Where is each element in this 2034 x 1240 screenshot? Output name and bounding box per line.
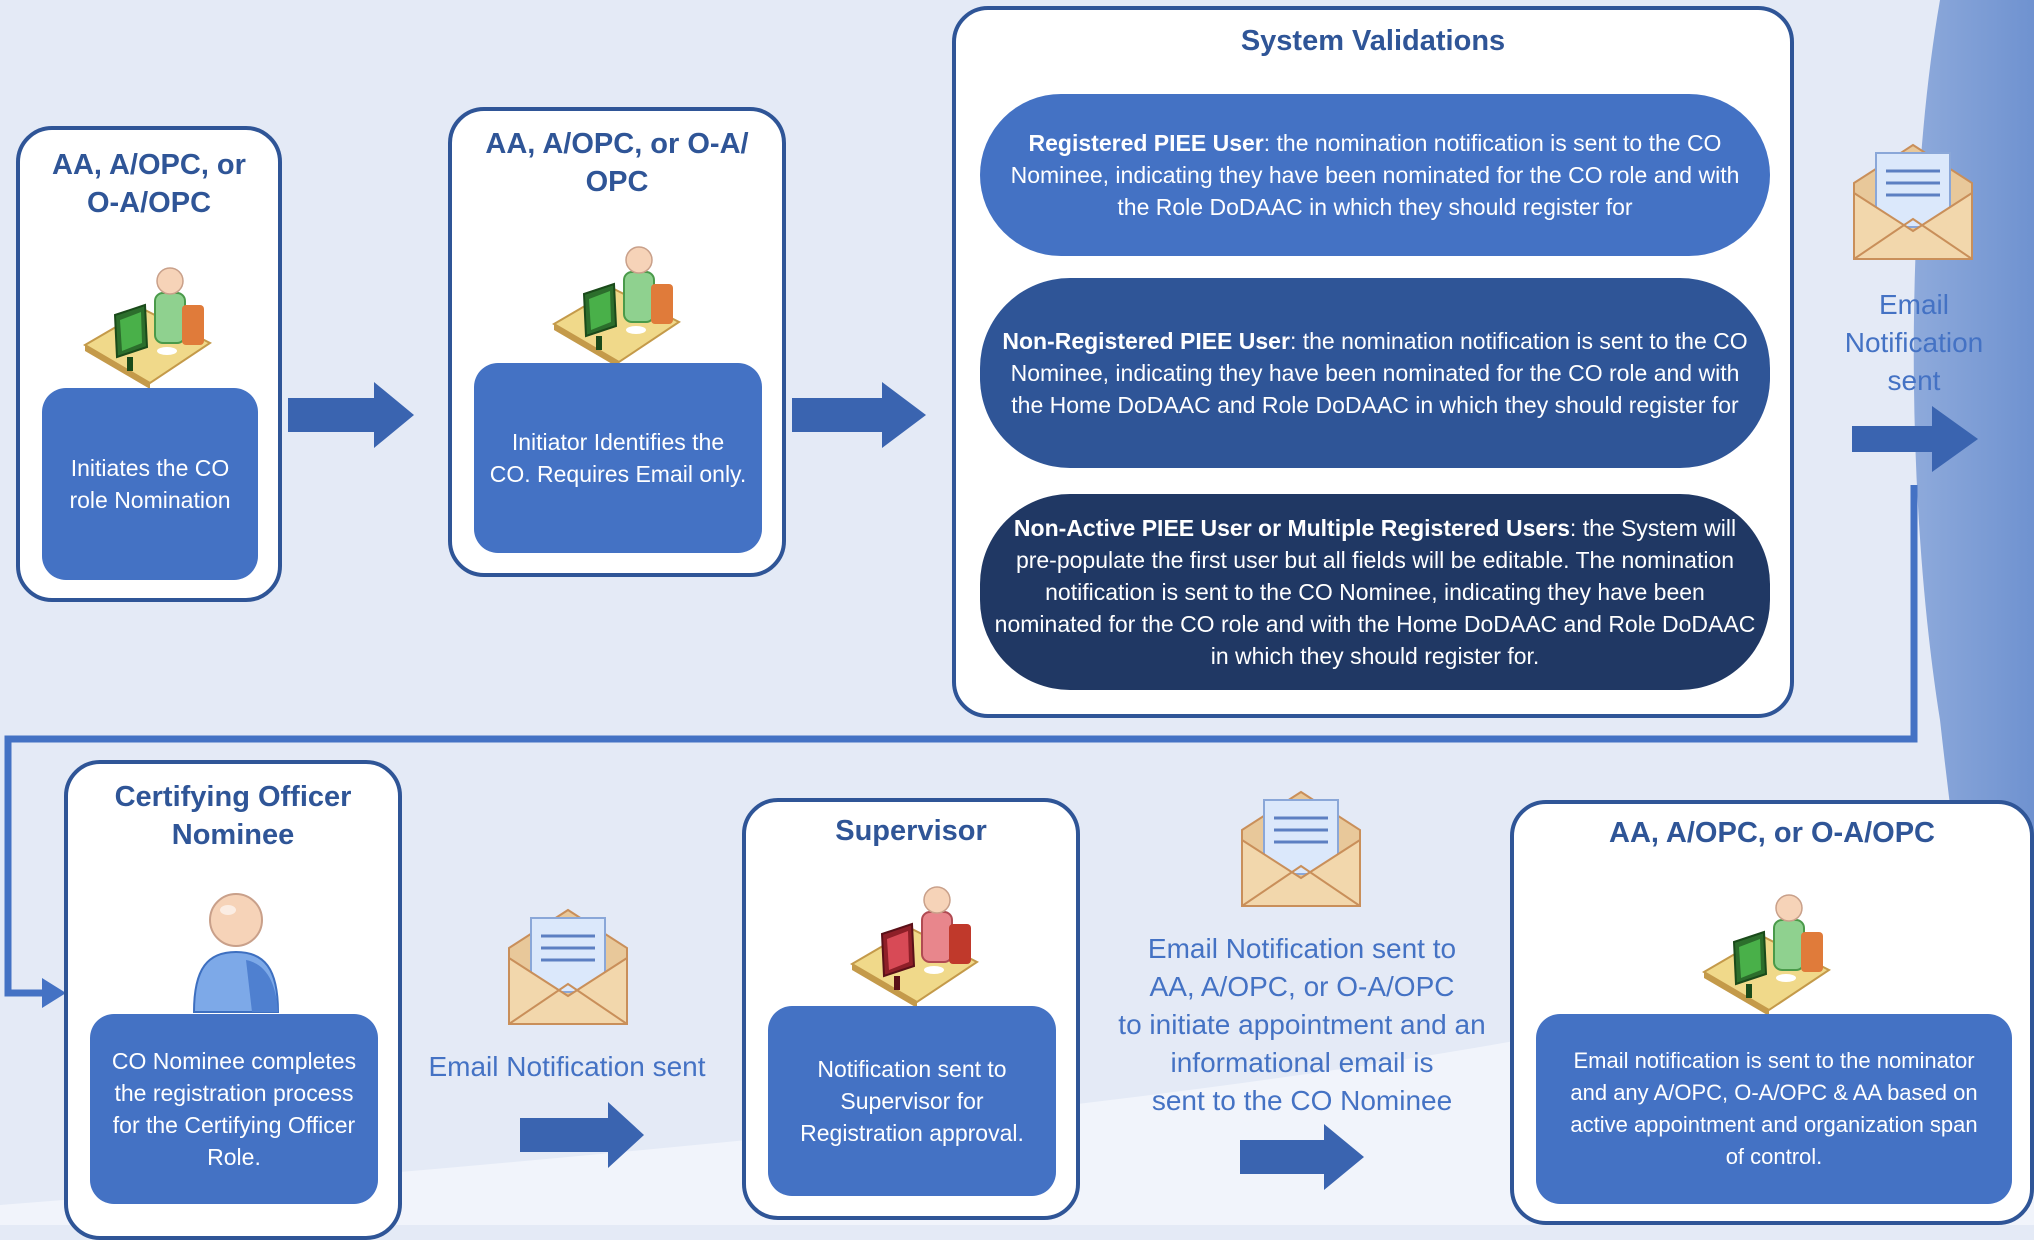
card-title: AA, A/OPC, or O-A/ OPC <box>485 128 749 198</box>
validation-text: : the System will pre-populate the first… <box>994 515 1756 669</box>
workstation-user-icon <box>850 886 979 1008</box>
email-notification-caption: Email Notification sent <box>428 1051 706 1082</box>
card-body: Initiator Identifies the CO. Requires Em… <box>474 363 762 553</box>
validation-item-registered: Registered PIEE User: the nomination not… <box>980 94 1770 256</box>
email-envelope-icon <box>1241 790 1361 907</box>
supervisor-card: Supervisor Notification sent to Supervis… <box>742 798 1080 1220</box>
validation-item-non-active: Non-Active PIEE User or Multiple Registe… <box>980 494 1770 690</box>
card-body: Email notification is sent to the nomina… <box>1536 1014 2012 1204</box>
user-icon <box>192 893 280 1013</box>
email-envelope-icon <box>508 908 628 1025</box>
card-title: System Validations <box>1240 25 1506 57</box>
validation-text: : the nomination notification is sent to… <box>1010 328 1748 418</box>
validation-label: Registered PIEE User <box>1028 130 1264 156</box>
final-approver-card: AA, A/OPC, or O-A/OPC Email notification… <box>1510 800 2034 1225</box>
card-body: Initiates the CO role Nomination <box>42 388 258 580</box>
workstation-user-icon <box>83 267 212 389</box>
email-notification-caption: Email Notification sent to AA, A/OPC, or… <box>1118 933 1486 1116</box>
workstation-user-icon <box>552 246 681 368</box>
card-title: Certifying Officer Nominee <box>114 781 352 851</box>
card-body: Notification sent to Supervisor for Regi… <box>768 1006 1056 1196</box>
validation-label: Non-Registered PIEE User <box>1002 328 1290 354</box>
validation-text: : the nomination notification is sent to… <box>1010 130 1740 220</box>
validation-label: Non-Active PIEE User or Multiple Registe… <box>1013 515 1570 541</box>
workstation-user-icon <box>1702 894 1831 1016</box>
initiator-card: AA, A/OPC, or O-A/ OPC Initiator Identif… <box>448 107 786 577</box>
email-envelope-icon <box>1853 143 1973 260</box>
right-arrow-icon <box>792 382 926 448</box>
email-notification-caption: Email Notification sent <box>1844 289 1984 396</box>
right-arrow-icon <box>288 382 414 448</box>
card-title: AA, A/OPC, or O-A/OPC <box>52 149 246 219</box>
validation-item-non-registered: Non-Registered PIEE User: the nomination… <box>980 278 1770 468</box>
system-validations-card: System Validations Registered PIEE User:… <box>952 6 1794 718</box>
card-title: Supervisor <box>835 815 987 847</box>
card-body: CO Nominee completes the registration pr… <box>90 1014 378 1204</box>
right-arrow-icon <box>1240 1124 1364 1190</box>
right-arrow-icon <box>1852 406 1978 472</box>
card-title: AA, A/OPC, or O-A/OPC <box>1609 817 1935 849</box>
initiator-card: AA, A/OPC, or O-A/OPC Initiates the CO r… <box>16 126 282 602</box>
right-arrow-icon <box>520 1102 644 1168</box>
nominee-card: Certifying Officer Nominee CO Nominee co… <box>64 760 402 1240</box>
